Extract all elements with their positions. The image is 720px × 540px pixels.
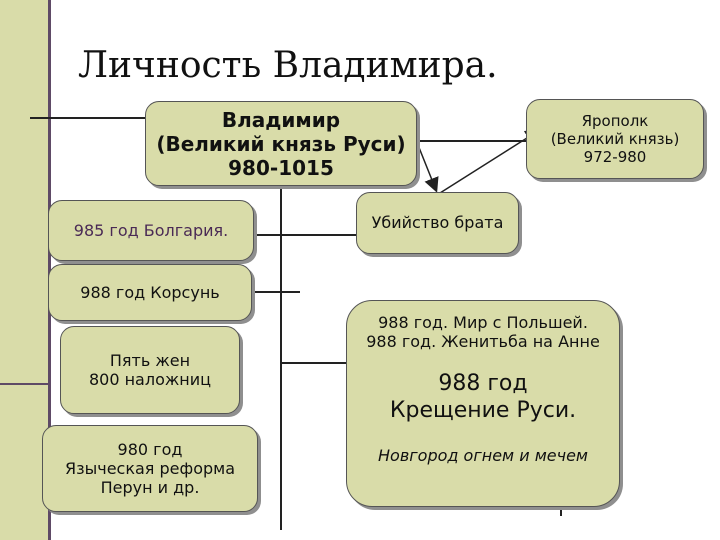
murder-box: Убийство брата: [356, 192, 519, 254]
reform-line2: Языческая реформа: [64, 458, 236, 478]
events-anna: 988 год. Женитьба на Анне: [366, 332, 600, 352]
connector-bulgaria: [252, 234, 358, 236]
vladimir-name: Владимир: [221, 107, 341, 132]
events-box: 988 год. Мир с Польшей. 988 год. Женитьб…: [346, 300, 620, 507]
events-novgorod: Новгород огнем и мечем: [378, 446, 588, 466]
connector-top-left: [30, 117, 148, 119]
wives-line2: 800 наложниц: [88, 370, 212, 389]
connector-events-bottom: [560, 500, 562, 516]
yaropolk-title: (Великий князь): [550, 130, 680, 148]
connector-korsun: [252, 291, 300, 293]
korsun-text: 988 год Корсунь: [80, 282, 220, 302]
connector-top-right: [420, 140, 528, 142]
murder-text: Убийство брата: [371, 213, 504, 233]
yaropolk-name: Ярополк: [581, 112, 649, 130]
bulgaria-text: 985 год Болгария.: [73, 220, 229, 240]
page-title: Личность Владимира.: [78, 45, 498, 86]
yaropolk-years: 972-980: [583, 148, 647, 166]
wives-line1: Пять жен: [109, 350, 191, 370]
vladimir-title: (Великий князь Руси): [156, 131, 406, 156]
arrow-to-yaropolk: [439, 129, 541, 194]
events-baptism: Крещение Руси.: [389, 397, 577, 423]
korsun-box: 988 год Корсунь: [48, 264, 252, 321]
reform-line3: Перун и др.: [100, 478, 200, 498]
side-strip: [0, 0, 48, 540]
yaropolk-box: Ярополк (Великий князь) 972-980: [526, 99, 704, 179]
events-baptism-year: 988 год: [438, 371, 528, 397]
reform-line1: 980 год: [117, 439, 183, 459]
vladimir-box: Владимир (Великий князь Руси) 980-1015: [145, 101, 417, 186]
events-poland: 988 год. Мир с Польшей.: [378, 313, 588, 332]
connector-vertical-main: [280, 186, 282, 530]
horizontal-rule-left: [0, 383, 48, 385]
bulgaria-box: 985 год Болгария.: [48, 200, 254, 261]
connector-events: [280, 362, 346, 364]
reform-box: 980 год Языческая реформа Перун и др.: [42, 425, 258, 512]
wives-box: Пять жен 800 наложниц: [60, 326, 240, 414]
vladimir-years: 980-1015: [228, 155, 334, 180]
